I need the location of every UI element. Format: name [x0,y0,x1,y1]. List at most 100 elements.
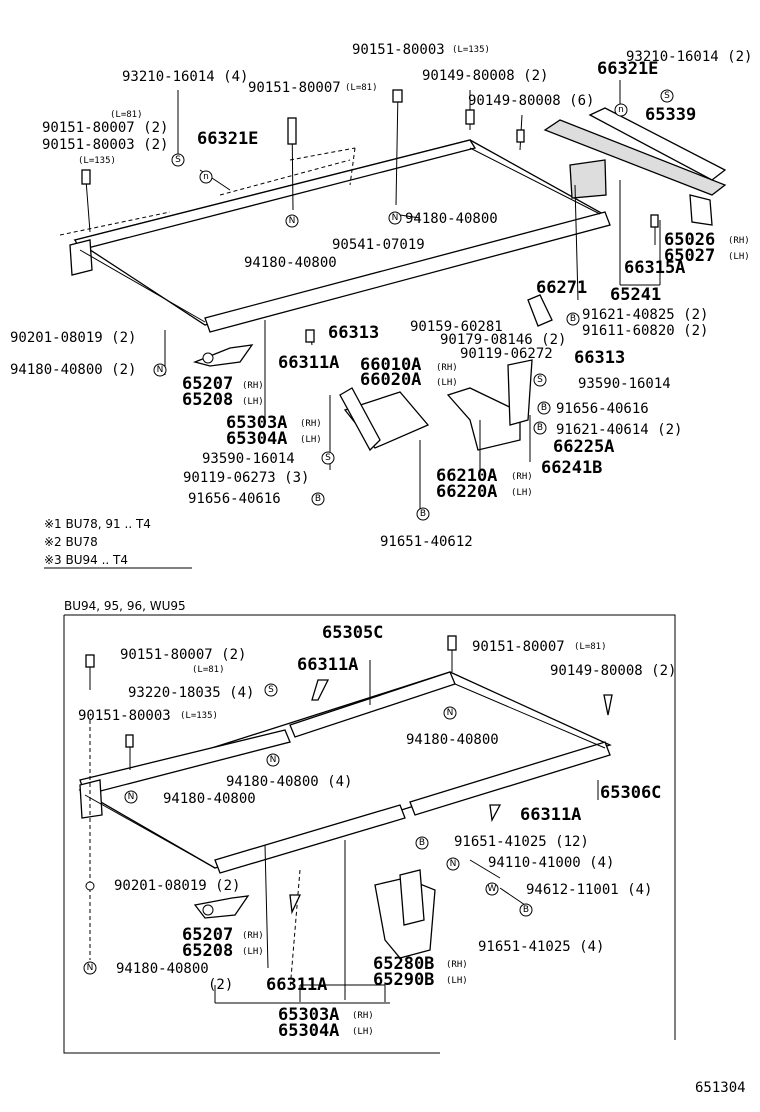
label-66241B: 66241B [541,458,602,478]
label-65306C: 65306C [600,783,661,803]
label-66210A: 66210A [436,466,497,486]
symbol-n: N [270,755,277,765]
symbol-n: N [87,963,94,973]
label-91656-40616-right: 91656-40616 [556,401,649,417]
label-90201-08019-2: 90201-08019 (2) [10,330,136,346]
symbol-b: B [419,838,425,848]
label-91651-40612: 91651-40612 [380,534,473,550]
symbol-n: N [392,213,399,223]
label-94180-40800-b: 94180-40800 [244,255,337,271]
note-rh-66210A: (RH) [511,472,533,482]
label-66020A: 66020A [360,370,421,390]
label-65305C: 65305C [322,623,383,643]
note-l81-b: (L=81) [110,110,143,120]
note-rh-65280B: (RH) [446,960,468,970]
top-symbols: S n n S N N B S B B S B B N [153,89,674,521]
label-65339: 65339 [645,105,696,125]
note-l81-right: (L=81) [574,642,607,652]
symbol-b: B [523,905,529,915]
label-65290B: 65290B [373,970,434,990]
symbol-b: B [315,494,321,504]
applicability-notes: ※1 BU78, 91 .. T4 ※2 BU78 ※3 BU94 .. T4 [44,517,192,569]
label-90151-80007-2-bottom: 90151-80007 (2) [120,647,246,663]
label-90149-80008-2-bottom: 90149-80008 (2) [550,663,676,679]
label-66321E-right: 66321E [597,59,658,79]
label-66315A: 66315A [624,258,685,278]
label-65280B: 65280B [373,954,434,974]
label-94612-11001: 94612-11001 (4) [526,882,652,898]
note-lh-65304A-bottom: (LH) [352,1027,374,1037]
label-91621-40614: 91621-40614 (2) [556,422,682,438]
label-65304A-bottom: 65304A [278,1021,339,1041]
label-90159-60281: 90159-60281 [410,319,503,335]
top-frame-drawing [59,80,727,510]
label-90151-80007-right: 90151-80007 [472,639,565,655]
label-94180-40800-2: 94180-40800 (2) [10,362,136,378]
section-title: BU94, 95, 96, WU95 [64,599,186,613]
label-66225A: 66225A [553,437,614,457]
label-93210-16014-4: 93210-16014 (4) [122,69,248,85]
symbol-s: S [537,375,543,385]
label-93590-16014-left: 93590-16014 [202,451,295,467]
label-94180-40800-a: 94180-40800 [405,211,498,227]
symbol-s: S [268,685,274,695]
note-rh-65026: (RH) [728,236,750,246]
note-l135-bottom: (L=135) [180,711,218,721]
label-94180-40800-4: 94180-40800 (4) [226,774,352,790]
label-93590-16014-right: 93590-16014 [578,376,671,392]
note-l81-a: (L=81) [345,83,378,93]
label-90201-08019-bottom: 90201-08019 (2) [114,878,240,894]
note-rh-65207-bottom: (RH) [242,931,264,941]
bottom-section: BU94, 95, 96, WU95 [63,599,676,1054]
note-lh-66220A: (LH) [511,488,533,498]
label-91651-41025-12: 91651-41025 (12) [454,834,589,850]
note-lh-65290B: (LH) [446,976,468,986]
note-2: ※2 BU78 [44,535,98,549]
note-lh-66020A: (LH) [436,378,458,388]
note-lh-65027: (LH) [728,252,750,262]
label-91656-40616-left: 91656-40616 [188,491,281,507]
label-90119-06272: 90119-06272 [460,346,553,362]
note-l135-top: (L=135) [452,45,490,55]
label-90149-80008-6: 90149-80008 (6) [468,93,594,109]
symbol-b: B [570,314,576,324]
label-66271: 66271 [536,278,587,298]
label-65208-bottom: 65208 [182,941,233,961]
label-90151-80007-2: 90151-80007 (2) [42,120,168,136]
bottom-frame-drawing [78,635,613,1004]
note-rh-65303A: (RH) [300,419,322,429]
note-rh-66010A: (RH) [436,363,458,373]
label-90151-80007-l81: 90151-80007 [248,80,341,96]
label-90151-80003-bottom: 90151-80003 [78,708,171,724]
symbol-s: S [664,91,670,101]
label-paren-2: (2) [208,977,233,993]
label-90179-08146: 90179-08146 (2) [440,332,566,348]
note-lh-65208: (LH) [242,397,264,407]
label-65208-top: 65208 [182,390,233,410]
note-rh-65207: (RH) [242,381,264,391]
symbol-b: B [420,509,426,519]
label-66010A: 66010A [360,355,421,375]
label-90151-80003-top: 90151-80003 [352,42,445,58]
note-3: ※3 BU94 .. T4 [44,553,128,567]
label-66313-a: 66313 [328,323,379,343]
label-94110-41000: 94110-41000 (4) [488,855,614,871]
label-65241: 65241 [610,285,661,305]
label-90149-80008-2: 90149-80008 (2) [422,68,548,84]
label-94180-40800-b-bottom: 94180-40800 [163,791,256,807]
label-91651-41025-4: 91651-41025 (4) [478,939,604,955]
bottom-symbols: S N N N B N W B N [83,683,533,975]
symbol-b: B [537,423,543,433]
label-90151-80003-2: 90151-80003 (2) [42,137,168,153]
label-94180-40800-a-bottom: 94180-40800 [406,732,499,748]
label-66313-b: 66313 [574,348,625,368]
symbol-n: n [618,105,624,115]
symbol-b: B [541,403,547,413]
label-65207-bottom: 65207 [182,925,233,945]
symbol-n: n [203,172,209,182]
symbol-n: N [157,365,164,375]
symbol-n: N [128,792,135,802]
label-65026: 65026 [664,230,715,250]
label-65207-top: 65207 [182,374,233,394]
